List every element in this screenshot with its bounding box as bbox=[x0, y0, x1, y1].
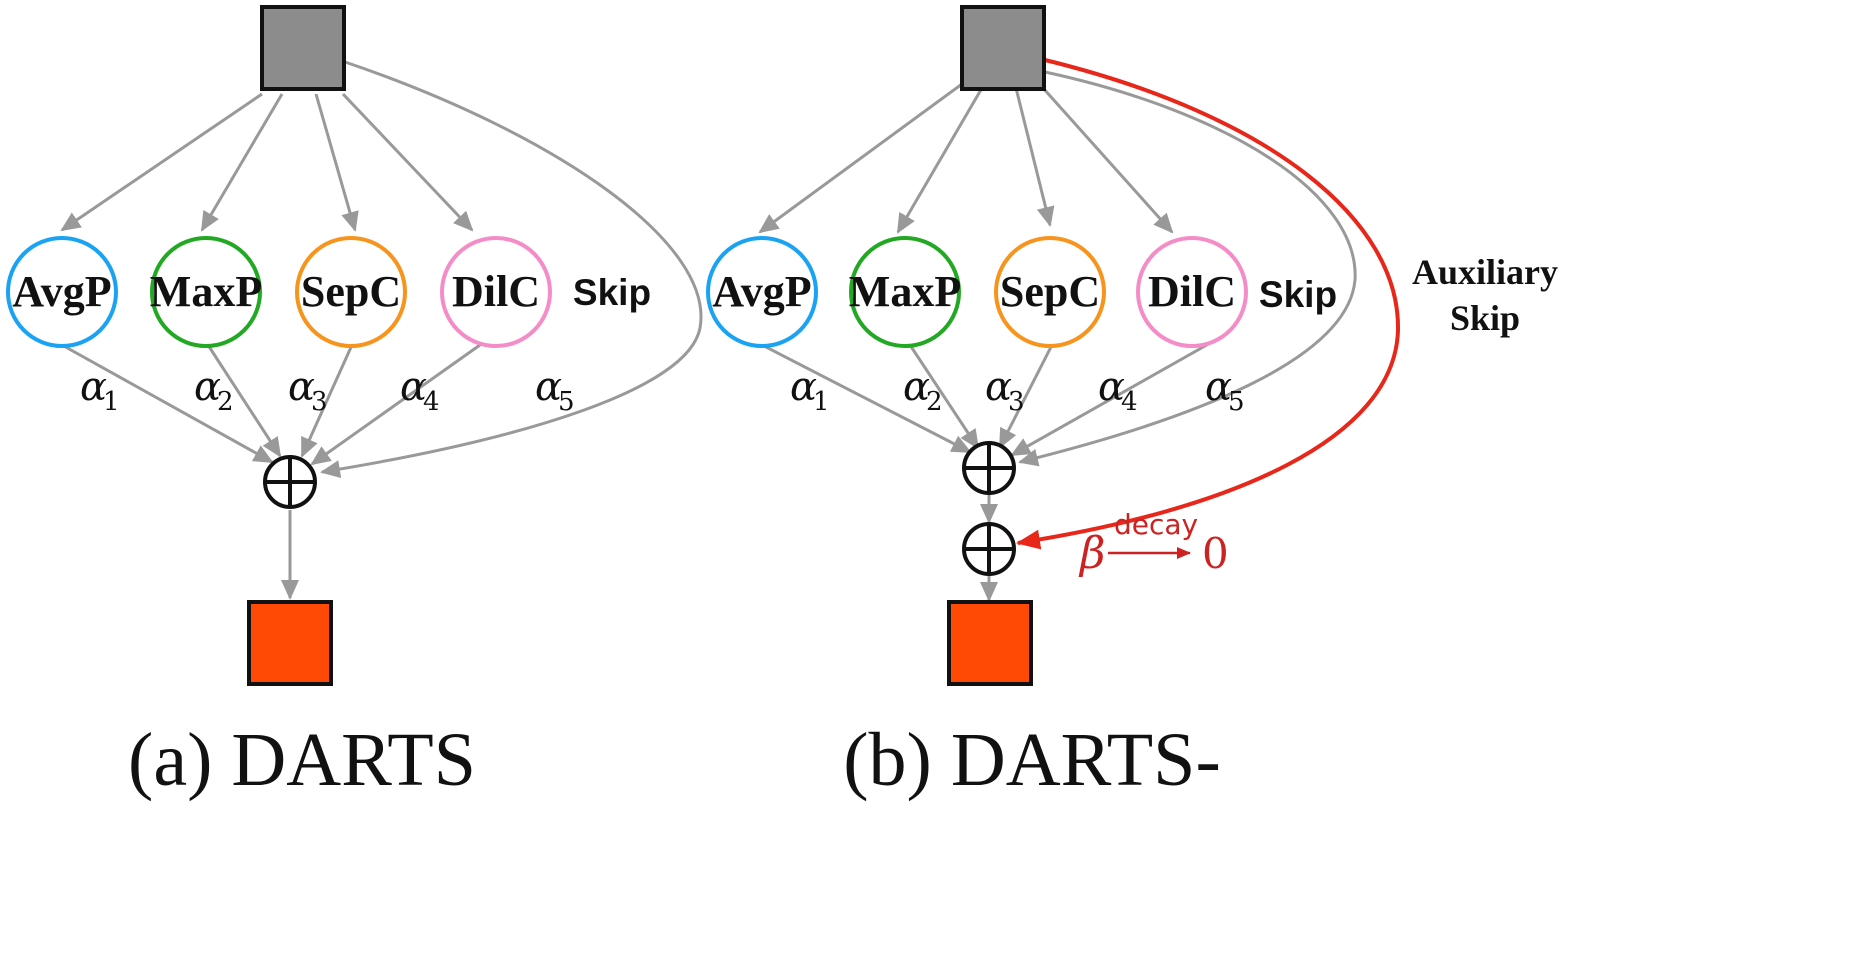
svg-text:α: α bbox=[400, 364, 427, 410]
op-node-avgp-a: AvgP bbox=[6, 236, 118, 348]
alpha-1-b: α1 bbox=[790, 364, 830, 417]
edge-input-avgp-a bbox=[60, 92, 263, 232]
beta-decay-annotation: β decay 0 bbox=[1078, 508, 1229, 579]
alpha-3-a: α3 bbox=[288, 364, 328, 417]
svg-text:1: 1 bbox=[103, 387, 120, 417]
edge-skip-b bbox=[1018, 70, 1357, 467]
alpha-5-b: α5 bbox=[1205, 364, 1245, 417]
op-label: AvgP bbox=[12, 267, 111, 316]
input-node-b bbox=[960, 5, 1046, 91]
op-node-dilc-a: DilC bbox=[440, 236, 552, 348]
svg-text:3: 3 bbox=[1008, 387, 1025, 417]
edge-input-maxp-a bbox=[200, 93, 284, 232]
edge-sepc-sum-b bbox=[998, 344, 1054, 449]
op-edges-a bbox=[61, 343, 481, 600]
svg-text:α: α bbox=[790, 364, 817, 410]
input-edges-a bbox=[60, 60, 703, 479]
sum-node-1-b bbox=[962, 441, 1016, 495]
svg-text:β: β bbox=[1078, 528, 1105, 579]
alpha-4-a: α4 bbox=[400, 364, 440, 417]
skip-label-a: Skip bbox=[573, 272, 651, 313]
op-node-maxp-b: MaxP bbox=[849, 236, 961, 348]
svg-text:5: 5 bbox=[558, 387, 575, 417]
svg-text:α: α bbox=[194, 364, 221, 410]
svg-text:5: 5 bbox=[1228, 387, 1245, 417]
edge-dilc-sum-b bbox=[1010, 340, 1213, 457]
alpha-5-a: α5 bbox=[535, 364, 575, 417]
sum-node-a bbox=[263, 455, 317, 509]
svg-text:4: 4 bbox=[1121, 387, 1138, 417]
alpha-3-b: α3 bbox=[985, 364, 1025, 417]
op-node-sepc-b: SepC bbox=[994, 236, 1106, 348]
edge-maxp-sum-b bbox=[908, 344, 980, 450]
op-label: MaxP bbox=[849, 267, 961, 316]
svg-text:α: α bbox=[80, 364, 107, 410]
svg-text:0: 0 bbox=[1202, 529, 1229, 578]
alpha-2-a: α2 bbox=[194, 364, 234, 417]
svg-text:2: 2 bbox=[926, 387, 943, 417]
edge-input-dilc-a bbox=[341, 92, 474, 232]
svg-text:α: α bbox=[985, 364, 1012, 410]
svg-text:decay: decay bbox=[1114, 508, 1198, 541]
edge-dilc-sum-a bbox=[310, 343, 481, 466]
svg-text:3: 3 bbox=[311, 387, 328, 417]
edge-input-sepc-a bbox=[314, 93, 359, 232]
op-label: SepC bbox=[1000, 267, 1100, 316]
output-node-b bbox=[947, 600, 1033, 686]
op-label: MaxP bbox=[150, 267, 262, 316]
auxiliary-skip-label-line2: Skip bbox=[1450, 298, 1520, 338]
op-node-dilc-b: DilC bbox=[1136, 236, 1248, 348]
edge-avgp-sum-b bbox=[761, 343, 972, 454]
op-edges-b bbox=[761, 340, 1213, 602]
caption-a: (a) DARTS bbox=[128, 718, 476, 802]
output-node-a bbox=[247, 600, 333, 686]
svg-text:α: α bbox=[1205, 364, 1232, 410]
edge-skip-a bbox=[320, 60, 703, 479]
edge-maxp-sum-a bbox=[206, 344, 282, 458]
op-node-maxp-a: MaxP bbox=[150, 236, 262, 348]
auxiliary-skip-label-line1: Auxiliary bbox=[1412, 252, 1558, 292]
svg-text:4: 4 bbox=[423, 387, 440, 417]
edge-input-avgp-b bbox=[758, 82, 963, 234]
skip-label-b: Skip bbox=[1259, 274, 1337, 315]
svg-text:1: 1 bbox=[813, 387, 830, 417]
input-node-a bbox=[260, 5, 346, 91]
op-label: AvgP bbox=[712, 267, 811, 316]
svg-text:2: 2 bbox=[217, 387, 234, 417]
op-label: SepC bbox=[301, 267, 401, 316]
op-node-sepc-a: SepC bbox=[295, 236, 407, 348]
op-label: DilC bbox=[1148, 267, 1236, 316]
edge-input-dilc-b bbox=[1041, 86, 1174, 234]
panel-a: AvgP MaxP SepC DilC Skip α1 α2 α3 α4 α5 … bbox=[6, 5, 703, 802]
panel-b: AvgP MaxP SepC DilC Skip Auxiliary Skip … bbox=[706, 5, 1558, 802]
input-edges-b bbox=[758, 70, 1357, 467]
svg-text:α: α bbox=[288, 364, 315, 410]
edge-avgp-sum-a bbox=[61, 343, 274, 464]
alpha-2-b: α2 bbox=[903, 364, 943, 417]
alpha-1-a: α1 bbox=[80, 364, 120, 417]
edge-sepc-sum-a bbox=[300, 344, 354, 458]
svg-text:α: α bbox=[1098, 364, 1125, 410]
caption-b: (b) DARTS- bbox=[843, 718, 1221, 802]
edge-input-maxp-b bbox=[896, 87, 984, 234]
op-node-avgp-b: AvgP bbox=[706, 236, 818, 348]
edge-input-sepc-b bbox=[1014, 87, 1055, 227]
edge-auxiliary-skip-b bbox=[1016, 58, 1401, 550]
sum-node-2-b bbox=[962, 522, 1016, 576]
op-label: DilC bbox=[452, 267, 540, 316]
svg-text:α: α bbox=[903, 364, 930, 410]
svg-text:α: α bbox=[535, 364, 562, 410]
alpha-4-b: α4 bbox=[1098, 364, 1138, 417]
